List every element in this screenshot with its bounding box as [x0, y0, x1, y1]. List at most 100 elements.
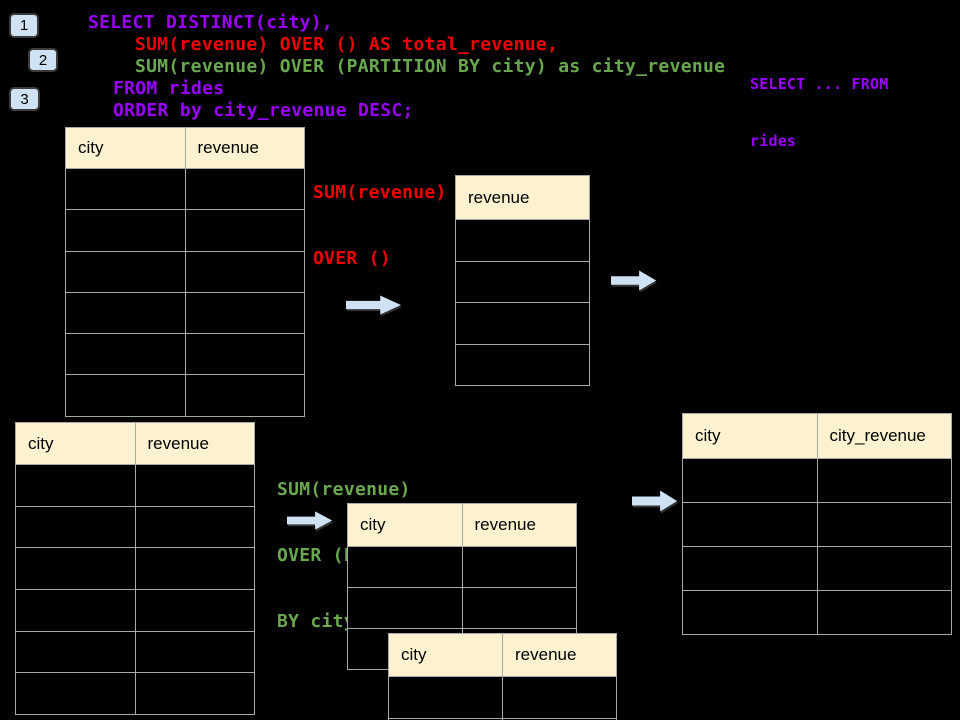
table-row — [66, 374, 305, 416]
table-cell — [134, 465, 255, 506]
table-cell — [461, 547, 577, 587]
table-row — [16, 672, 255, 715]
table-row — [456, 219, 589, 261]
table-cell — [66, 210, 185, 250]
step-badge-2-label: 2 — [38, 51, 48, 69]
table-header-row: city city_revenue — [683, 414, 951, 458]
table-header-row: city revenue — [389, 634, 616, 676]
table-cell — [184, 251, 305, 292]
table-row — [456, 343, 589, 386]
table-cell — [184, 210, 305, 251]
table-cell — [66, 169, 185, 209]
arrow-right-icon — [346, 295, 401, 315]
step-badge-2: 2 — [28, 48, 58, 72]
column-header-city-revenue: city_revenue — [816, 414, 952, 458]
column-header-city: city — [695, 426, 721, 445]
table-row — [16, 464, 254, 506]
column-header-revenue: revenue — [134, 423, 255, 464]
table-cell — [16, 590, 135, 631]
table-cell — [184, 375, 305, 416]
side-note-line-2: rides — [750, 132, 797, 150]
arrow-right-icon — [632, 490, 678, 512]
table-header-row: revenue — [456, 176, 589, 219]
table-row — [456, 302, 589, 344]
table-body — [66, 168, 304, 416]
sql-line-total-revenue: SUM(revenue) OVER () AS total_revenue, — [135, 34, 559, 55]
table-cell — [66, 334, 185, 374]
column-header-city: city — [78, 138, 104, 157]
table-cell — [816, 547, 952, 590]
table-body — [683, 458, 951, 634]
sql-line-from: FROM rides — [113, 78, 225, 99]
table-cell — [456, 262, 589, 303]
table-total-revenue: revenue — [455, 175, 590, 386]
table-row — [348, 587, 576, 628]
step-badge-1-label: 1 — [19, 17, 29, 34]
table-result: city city_revenue — [682, 413, 952, 635]
total-window-label: SUM(revenue) OVER () — [313, 138, 447, 314]
arrow-right-icon — [611, 270, 657, 291]
table-cell — [502, 677, 616, 718]
arrow-right-icon — [287, 511, 333, 530]
table-body — [389, 676, 616, 720]
table-row — [16, 547, 254, 590]
table-cell — [16, 632, 135, 673]
table-cell — [816, 503, 952, 546]
table-row — [683, 502, 951, 546]
table-cell — [456, 220, 589, 261]
column-header-city: city — [28, 433, 54, 453]
total-window-label-line-2: OVER () — [313, 248, 391, 269]
table-cell — [134, 631, 255, 673]
step-badge-1: 1 — [9, 13, 39, 38]
table-cell — [456, 303, 589, 344]
column-header-city: city — [401, 645, 427, 664]
table-source-bottom: city revenue — [15, 422, 255, 716]
table-row — [66, 168, 304, 210]
partition-window-label-line-1: SUM(revenue) — [277, 479, 411, 500]
total-window-label-line-1: SUM(revenue) — [313, 182, 447, 203]
table-cell — [134, 673, 255, 715]
table-row — [66, 333, 304, 375]
table-row — [66, 250, 305, 292]
table-row — [683, 458, 951, 502]
sql-line-order-by: ORDER by city_revenue DESC; — [113, 100, 414, 121]
table-cell — [816, 459, 952, 502]
table-cell — [134, 590, 255, 631]
table-row — [16, 630, 255, 673]
table-body — [456, 219, 589, 385]
table-cell — [456, 345, 589, 386]
table-cell — [16, 548, 135, 589]
table-cell — [348, 547, 462, 587]
table-cell — [816, 591, 952, 634]
table-cell — [66, 375, 185, 415]
table-cell — [461, 588, 577, 628]
table-header-row: city revenue — [66, 128, 304, 168]
table-row — [389, 676, 616, 718]
table-row — [66, 291, 304, 334]
table-cell — [683, 503, 817, 546]
table-cell — [389, 677, 502, 718]
table-header-row: city revenue — [348, 504, 576, 546]
step-badge-3-label: 3 — [20, 90, 29, 108]
table-row — [683, 546, 951, 590]
table-row — [683, 590, 951, 634]
table-row — [16, 505, 254, 548]
side-note-line-1: SELECT ... FROM — [750, 75, 889, 93]
sql-line-select: SELECT DISTINCT(city), — [88, 12, 334, 33]
column-header-revenue: revenue — [184, 128, 305, 168]
column-header-revenue: revenue — [468, 187, 530, 207]
table-cell — [16, 507, 135, 548]
table-cell — [16, 673, 135, 714]
table-source-top: city revenue — [65, 127, 305, 417]
table-partition-b: city revenue — [388, 633, 617, 720]
table-cell — [66, 293, 185, 333]
column-header-city: city — [360, 515, 386, 534]
table-row — [66, 209, 305, 251]
table-row — [16, 589, 254, 631]
table-row — [456, 260, 589, 303]
table-cell — [66, 252, 185, 292]
table-cell — [16, 465, 135, 506]
table-body — [16, 464, 255, 715]
table-cell — [348, 588, 462, 628]
